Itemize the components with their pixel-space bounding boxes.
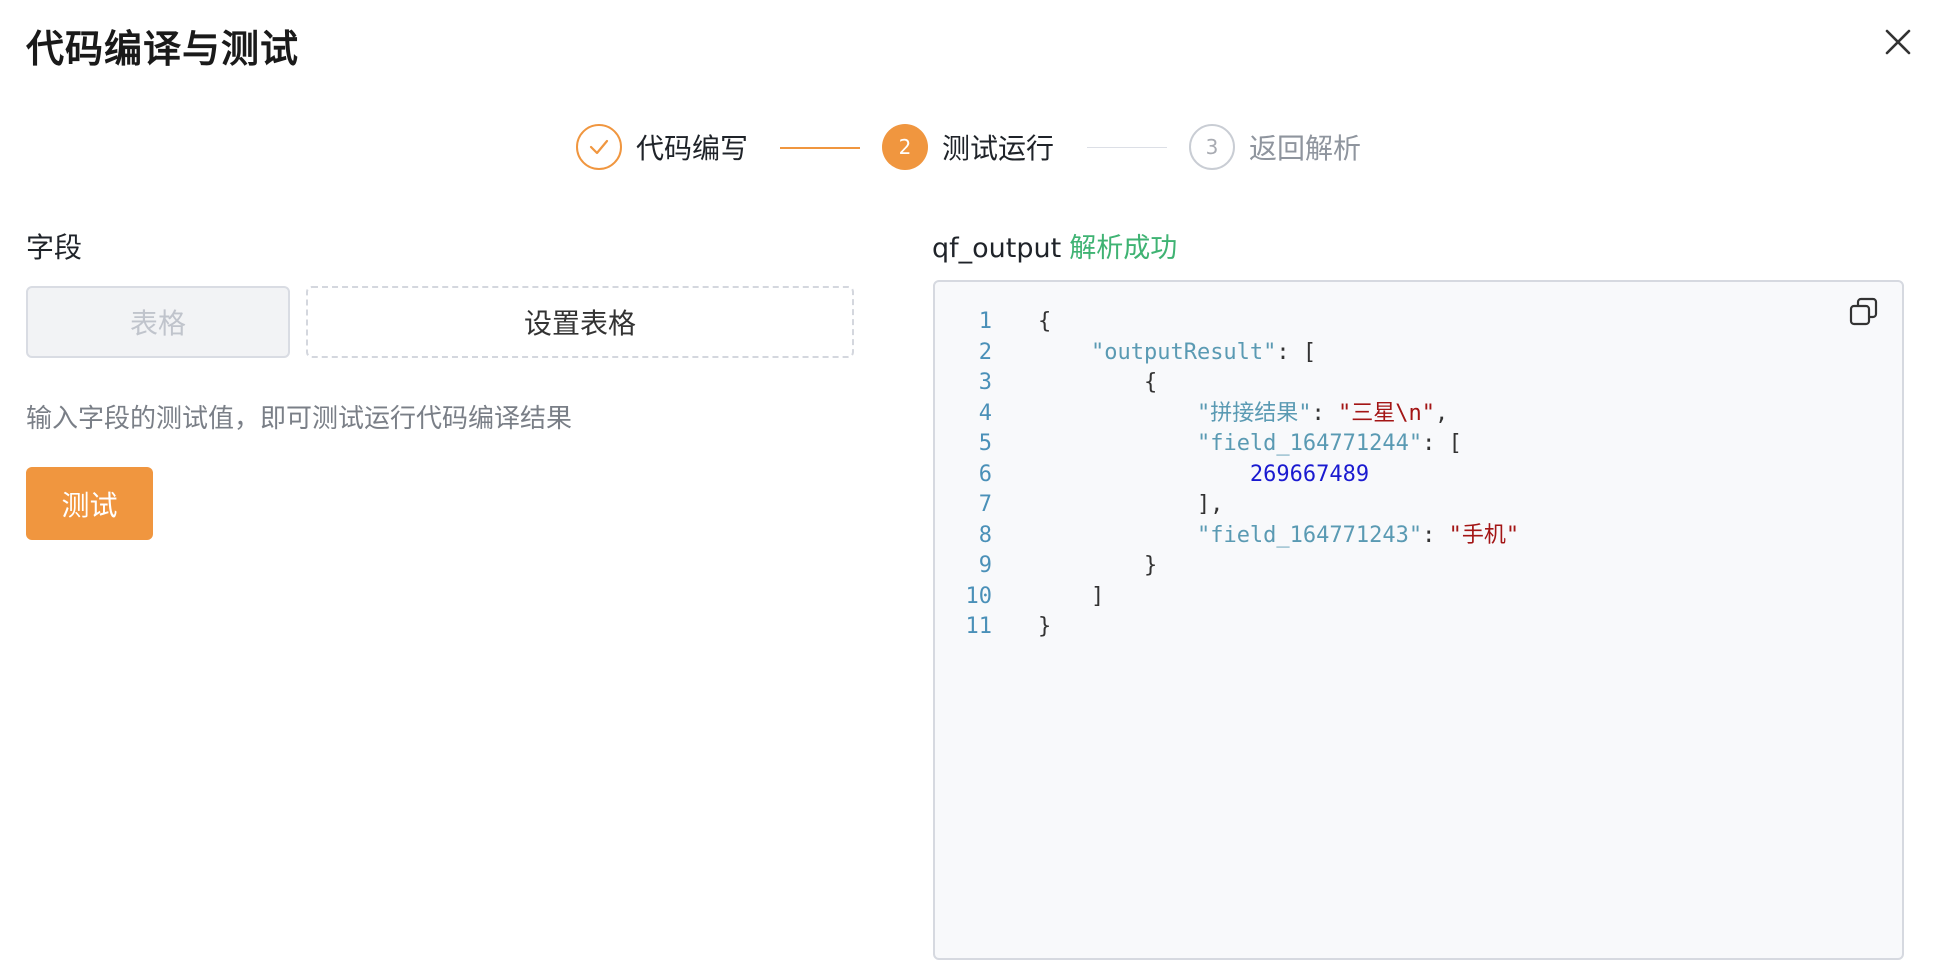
code-line: 4 "拼接结果": "三星\n", [950, 399, 1519, 430]
code-token: , [1434, 400, 1449, 426]
output-name: qf_output [932, 233, 1062, 264]
code-line: 2 "outputResult": [ [950, 338, 1519, 369]
code-token: "field_164771243" [1196, 522, 1423, 548]
json-output: 1{2 "outputResult": [3 {4 "拼接结果": "三星\n"… [950, 307, 1520, 643]
check-icon [576, 124, 622, 170]
step-label: 代码编写 [636, 132, 749, 165]
code-token: : [ [1422, 431, 1462, 456]
setup-table-button[interactable]: 设置表格 [306, 286, 854, 358]
code-token [1038, 523, 1197, 548]
line-number: 1 [978, 309, 992, 334]
line-number: 7 [978, 492, 992, 517]
step-return-parse: 3 返回解析 [1189, 122, 1361, 172]
line-number: 9 [978, 553, 992, 578]
close-icon[interactable] [1878, 22, 1918, 62]
code-line: 6 269667489 [950, 460, 1519, 491]
code-line: 9 } [950, 551, 1519, 582]
code-token [1038, 462, 1250, 487]
line-number: 4 [978, 400, 992, 426]
line-number: 11 [965, 614, 993, 639]
test-button[interactable]: 测试 [26, 467, 153, 540]
code-line: 5 "field_164771244": [ [950, 429, 1519, 460]
field-section-title: 字段 [26, 231, 83, 264]
step-label: 测试运行 [942, 132, 1055, 165]
code-token [1038, 340, 1091, 365]
code-line: 8 "field_164771243": "手机" [950, 521, 1519, 552]
code-token: { [1038, 309, 1052, 334]
copy-icon[interactable] [1848, 296, 1880, 328]
code-token [1038, 431, 1197, 456]
code-token: ] [1038, 583, 1105, 609]
step-connector [780, 147, 860, 149]
code-token: "outputResult" [1090, 339, 1277, 365]
step-connector [1087, 147, 1167, 148]
step-code-writing: 代码编写 [576, 122, 748, 172]
code-line: 3 { [950, 368, 1519, 399]
line-number: 8 [978, 522, 992, 548]
step-test-run: 2 测试运行 [882, 122, 1054, 172]
code-token: "三星\n" [1337, 400, 1435, 426]
code-line: 1{ [950, 307, 1519, 338]
code-token: } [1038, 553, 1158, 578]
code-token: "拼接结果" [1196, 400, 1312, 426]
code-token: 269667489 [1249, 461, 1370, 487]
code-line: 7 ], [950, 490, 1519, 521]
line-number: 6 [978, 461, 992, 487]
line-number: 10 [965, 583, 993, 609]
code-token: ], [1038, 492, 1224, 517]
code-token: : [1311, 400, 1338, 426]
dialog-title: 代码编译与测试 [26, 27, 300, 71]
code-token: : [1422, 522, 1449, 548]
line-number: 5 [978, 431, 992, 456]
line-number: 2 [978, 339, 992, 365]
code-token: } [1038, 614, 1052, 639]
step-number: 3 [1189, 124, 1235, 170]
parse-status: 解析成功 [1069, 233, 1178, 264]
step-number: 2 [882, 124, 928, 170]
code-line: 11} [950, 612, 1519, 643]
code-token: "field_164771244" [1196, 431, 1423, 456]
table-field-button: 表格 [26, 286, 290, 358]
code-token: "手机" [1448, 522, 1520, 548]
code-line: 10 ] [950, 582, 1519, 613]
code-token: : [ [1276, 339, 1317, 365]
test-hint-text: 输入字段的测试值，即可测试运行代码编译结果 [26, 404, 573, 434]
line-number: 3 [978, 370, 992, 395]
code-viewer[interactable] [933, 280, 1904, 960]
code-token: { [1038, 370, 1158, 395]
step-label: 返回解析 [1249, 132, 1362, 165]
code-token [1038, 401, 1197, 426]
